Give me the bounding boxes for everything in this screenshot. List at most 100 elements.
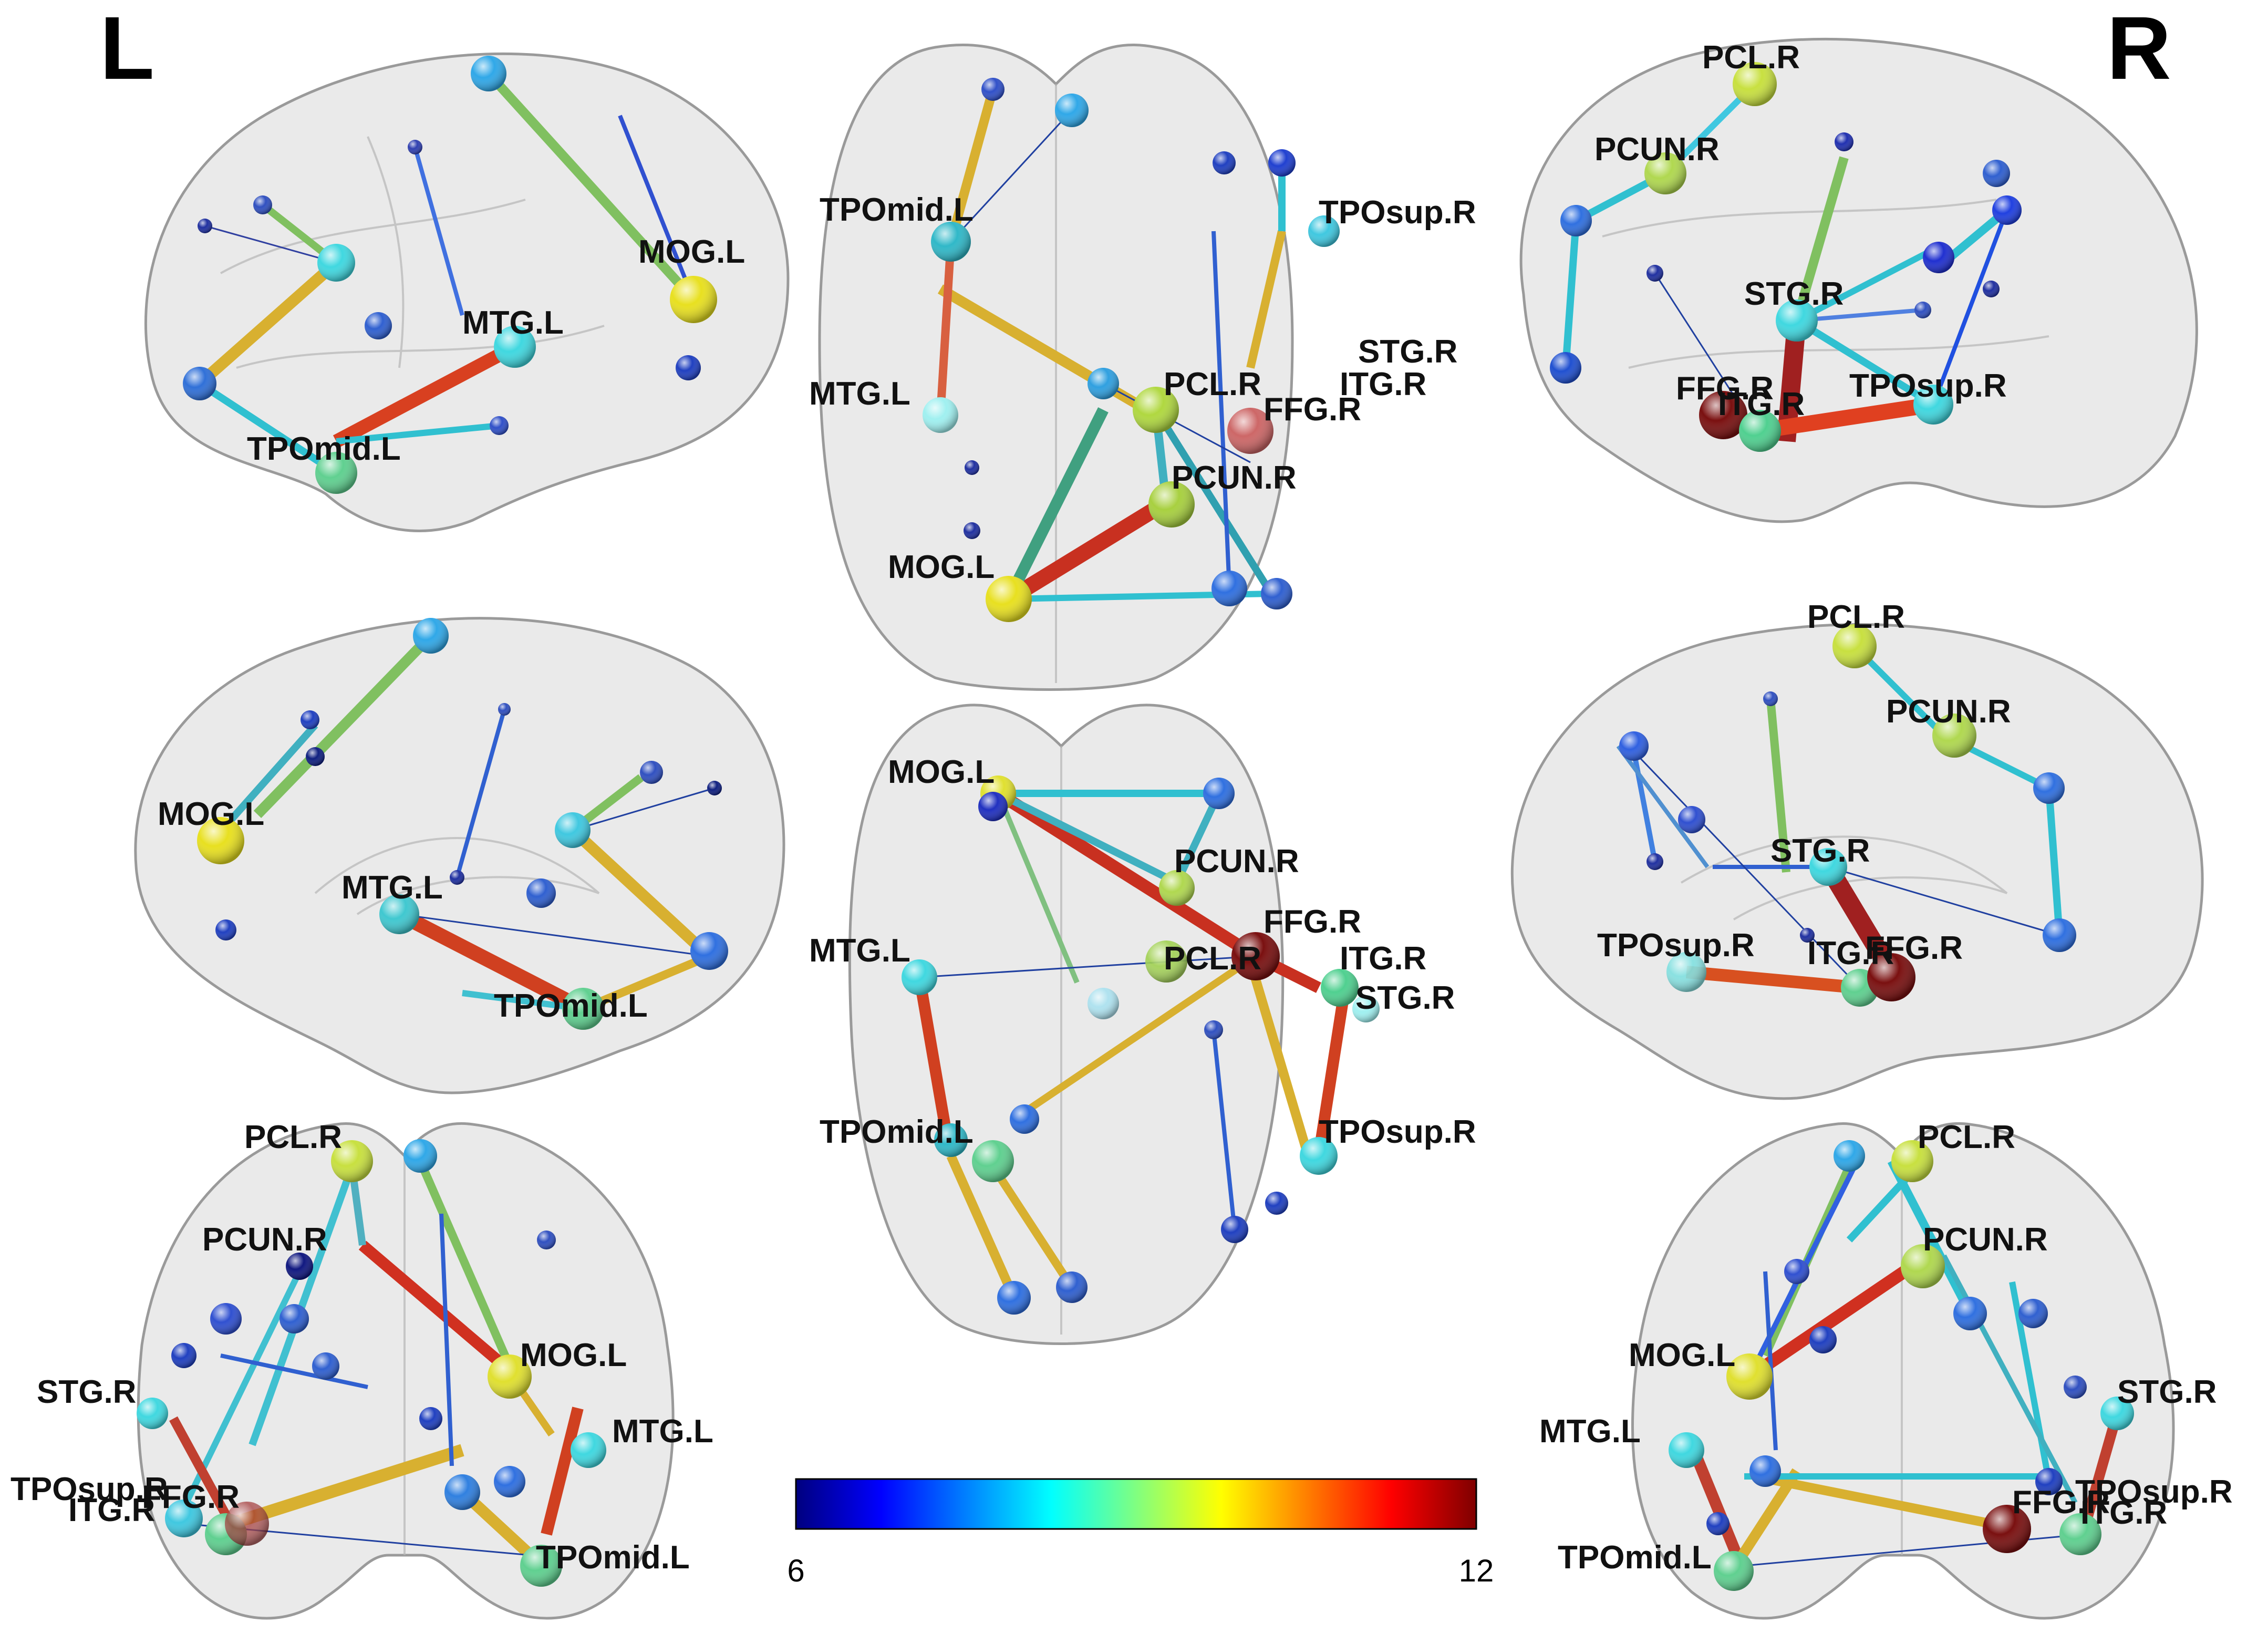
- node-highlight: [444, 1474, 480, 1510]
- network-edge: [253, 632, 435, 818]
- region-label: PCUN.R: [202, 1222, 327, 1258]
- brain-outline: [1631, 1122, 2175, 1620]
- node-highlight: [1265, 1192, 1288, 1215]
- node-highlight: [1221, 1216, 1248, 1243]
- view-coronal-front: PCL.R PCUN.R MOG.L STG.R MTG.L TPOsup.R …: [11, 1119, 713, 1620]
- network-edge: [358, 1240, 509, 1371]
- network-edge: [198, 380, 338, 476]
- colorbar-gradient: [795, 1478, 1477, 1530]
- network-edge: [996, 792, 1080, 984]
- node-highlight: [1619, 731, 1649, 761]
- network-edge: [936, 241, 955, 416]
- region-label: FFG.R: [1264, 391, 1361, 428]
- region-label: MTG.L: [809, 933, 910, 969]
- region-label: TPOsup.R: [2075, 1474, 2233, 1510]
- network-edge: [416, 1159, 514, 1368]
- node-highlight: [965, 460, 979, 475]
- brain-fold: [314, 837, 600, 915]
- network-edge: [1246, 230, 1286, 369]
- network-edge: [989, 1164, 1075, 1290]
- node-highlight: [1666, 952, 1706, 992]
- view-right-lateral-top: PCL.R PCUN.R STG.R FFG.R ITG.R TPOsup.R: [1519, 37, 2198, 523]
- node-highlight: [690, 932, 728, 970]
- node-highlight: [1800, 928, 1815, 943]
- node-highlight: [986, 576, 1032, 622]
- node-highlight: [537, 1231, 556, 1249]
- network-edge: [248, 1165, 356, 1446]
- node-highlight: [379, 894, 419, 934]
- network-edge: [1746, 1261, 1916, 1382]
- hemisphere-right-label: R: [2107, 0, 2171, 98]
- node-highlight: [450, 870, 464, 885]
- node-highlight: [253, 195, 272, 214]
- node-highlight: [494, 326, 536, 368]
- region-label: FFG.R: [2012, 1484, 2110, 1521]
- region-label: PCL.R: [1164, 366, 1261, 402]
- node-highlight: [2033, 772, 2065, 804]
- node-highlight: [183, 367, 216, 400]
- network-edge: [1562, 220, 1580, 368]
- node-highlight: [555, 812, 591, 848]
- region-label: ITG.R: [1340, 366, 1426, 402]
- node-highlight: [286, 1253, 313, 1280]
- node-highlight: [1932, 714, 1976, 758]
- node-highlight: [312, 1352, 339, 1380]
- network-edge: [1616, 745, 1710, 868]
- node-highlight: [1352, 995, 1380, 1022]
- node-highlight: [165, 1500, 203, 1537]
- node-group: [902, 776, 1380, 1315]
- node-highlight: [1784, 1259, 1809, 1284]
- network-edge: [336, 422, 500, 444]
- node-highlight: [2035, 1468, 2063, 1495]
- colorbar-min-label: 6: [787, 1553, 804, 1588]
- region-label: TPOsup.R: [1319, 194, 1476, 231]
- node-highlight: [1203, 778, 1235, 809]
- region-label: TPOmid.L: [536, 1539, 690, 1576]
- node-highlight: [1923, 242, 1954, 273]
- brain-outline: [144, 52, 790, 532]
- node-highlight: [1699, 391, 1747, 439]
- node-highlight: [1733, 62, 1777, 106]
- node-highlight: [403, 1139, 437, 1173]
- node-highlight: [471, 56, 506, 91]
- region-label: TPOsup.R: [1319, 1114, 1476, 1150]
- node-highlight: [301, 710, 319, 729]
- node-highlight: [2100, 1397, 2134, 1430]
- network-edge: [950, 109, 1073, 243]
- view-left-medial: MOG.L MTG.L TPOmid.L: [134, 617, 785, 1094]
- brain-fold: [1602, 199, 2049, 369]
- network-edge: [1028, 953, 1258, 1112]
- region-label: PCUN.R: [1923, 1222, 2048, 1258]
- region-label: STG.R: [1355, 980, 1455, 1016]
- view-right-medial: PCL.R PCUN.R STG.R TPOsup.R ITG.R FFG.R: [1510, 599, 2204, 1100]
- node-group: [137, 1139, 606, 1587]
- region-label: MOG.L: [888, 754, 995, 790]
- node-highlight: [490, 416, 509, 435]
- region-label: MOG.L: [1629, 1337, 1735, 1373]
- node-highlight: [1914, 302, 1931, 318]
- edge-group: [914, 788, 1351, 1300]
- node-highlight: [1749, 1455, 1781, 1487]
- region-label: MTG.L: [462, 305, 564, 341]
- node-highlight: [902, 959, 937, 995]
- node-highlight: [1088, 988, 1119, 1019]
- node-highlight: [317, 244, 355, 282]
- region-label: TPOsup.R: [1849, 368, 2007, 404]
- node-highlight: [1776, 299, 1818, 342]
- node-highlight: [1953, 1297, 1987, 1330]
- node-highlight: [1809, 1326, 1837, 1353]
- node-highlight: [1133, 387, 1179, 433]
- node-highlight: [1867, 953, 1915, 1001]
- node-highlight: [931, 222, 971, 262]
- region-label: PCL.R: [1164, 940, 1261, 977]
- network-edge: [1931, 209, 2009, 406]
- node-highlight: [1983, 1505, 2031, 1553]
- network-edge: [541, 1407, 584, 1536]
- node-highlight: [315, 452, 357, 494]
- node-highlight: [1088, 368, 1119, 399]
- region-label: TPOmid.L: [820, 1114, 974, 1150]
- view-coronal-back: PCL.R PCUN.R MOG.L STG.R MTG.L FFG.R TPO…: [1539, 1119, 2233, 1620]
- network-edge: [1744, 1533, 2086, 1567]
- region-label: TPOmid.L: [247, 431, 401, 467]
- network-edge: [1887, 1159, 1974, 1316]
